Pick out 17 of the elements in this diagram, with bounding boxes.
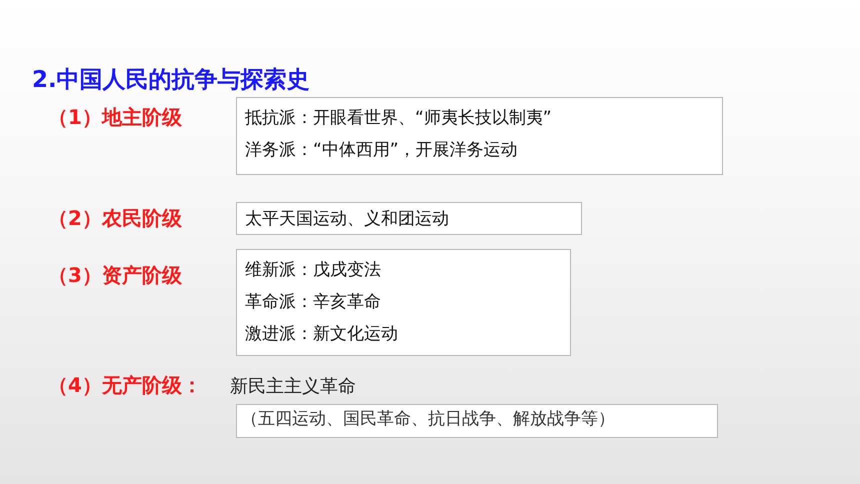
- heading: 2.中国人民的抗争与探索史: [32, 66, 310, 95]
- class-heading: （3）资产阶级: [48, 262, 182, 289]
- text-box: [236, 249, 571, 356]
- list-text: 维新派：戊戌变法: [245, 259, 382, 282]
- text-box: [236, 97, 723, 175]
- class-heading: （4）无产阶级：: [48, 372, 202, 399]
- text-box: [236, 404, 718, 438]
- list-text: 洋务派：“中体西用”，开展洋务运动: [245, 139, 519, 162]
- list-text: 激进派：新文化运动: [245, 323, 399, 346]
- list-text: （五四运动、国民革命、抗日战争、解放战争等）: [241, 408, 616, 431]
- class-heading: （1）地主阶级: [48, 104, 182, 131]
- list-text: 太平天国运动、义和团运动: [245, 208, 450, 231]
- list-text: 抵抗派：开眼看世界、“师夷长技以制夷”: [245, 107, 553, 130]
- class-heading: （2）农民阶级: [48, 205, 182, 232]
- list-text: 革命派：辛亥革命: [245, 291, 382, 314]
- note-text: 新民主主义革命: [230, 375, 356, 398]
- text-box: [236, 202, 582, 235]
